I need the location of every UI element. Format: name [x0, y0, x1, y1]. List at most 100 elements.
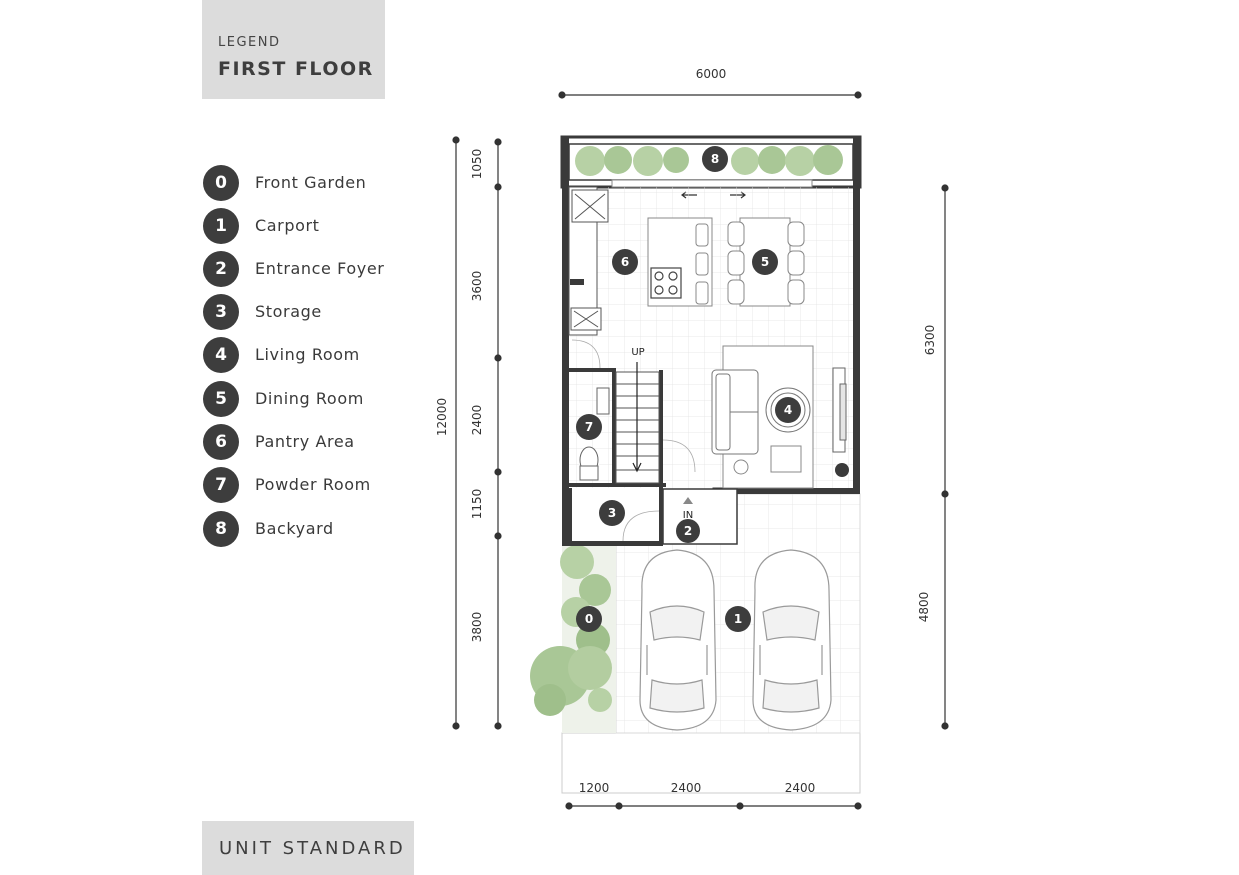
staircase	[615, 362, 660, 484]
backyard-plants	[575, 145, 843, 176]
room-markers: 8 6 5 4 7 3 2 0 1	[576, 146, 801, 632]
dim-right-lower: 4800	[917, 592, 931, 623]
legend-number: 0	[203, 165, 239, 201]
dim-tick	[736, 802, 744, 810]
dim-tick	[941, 184, 949, 192]
marker-garden: 0	[576, 606, 602, 632]
side-table	[733, 459, 749, 475]
svg-text:2: 2	[684, 524, 692, 538]
entry-arrow-icon	[683, 497, 693, 504]
svg-text:0: 0	[585, 612, 593, 626]
dim-tick	[494, 722, 502, 730]
kitchen-hood	[570, 279, 584, 285]
marker-carport: 1	[725, 606, 751, 632]
legend-label: Living Room	[255, 345, 360, 364]
dim-total-depth: 12000	[435, 398, 449, 436]
legend-label: Pantry Area	[255, 432, 355, 451]
dim-tick	[558, 91, 566, 99]
svg-text:7: 7	[585, 420, 593, 434]
marker-dining: 5	[752, 249, 778, 275]
dim-tick	[494, 183, 502, 191]
legend-number: 5	[203, 381, 239, 417]
dim-top-width: 6000	[696, 67, 727, 81]
dim-tick	[494, 532, 502, 540]
dim-tick	[854, 802, 862, 810]
dim-right-upper: 6300	[923, 325, 937, 356]
floor-title: FIRST FLOOR	[218, 58, 374, 80]
dim-tick	[452, 722, 460, 730]
svg-text:3: 3	[608, 506, 616, 520]
dim-backyard: 1050	[470, 149, 484, 180]
svg-text:8: 8	[711, 152, 719, 166]
foyer-door-swing	[662, 439, 696, 473]
svg-text:1: 1	[734, 612, 742, 626]
legend-item-entrance-foyer: 2 Entrance Foyer	[203, 251, 463, 287]
dim-bottom-car-2: 2400	[785, 781, 816, 795]
legend-number: 7	[203, 467, 239, 503]
legend-label: Backyard	[255, 519, 334, 538]
car-right	[752, 549, 832, 731]
tv-console	[832, 367, 847, 453]
marker-powder: 7	[576, 414, 602, 440]
legend-item-powder-room: 7 Powder Room	[203, 467, 463, 503]
dim-bottom-car-1: 2400	[671, 781, 702, 795]
stair-up-label: UP	[631, 347, 644, 358]
legend-number: 6	[203, 424, 239, 460]
kitchen-counter	[568, 186, 609, 336]
unit-box: UNIT STANDARD	[202, 821, 414, 875]
legend-number: 3	[203, 294, 239, 330]
marker-foyer: 2	[676, 519, 700, 543]
stove-icon	[650, 267, 682, 299]
legend-item-storage: 3 Storage	[203, 294, 463, 330]
dimension-labels: 6000 12000 1050 3600 2400 1150 3800 6300…	[435, 67, 937, 795]
dim-tick	[494, 354, 502, 362]
sofa	[711, 369, 759, 455]
title-box: LEGEND FIRST FLOOR	[202, 0, 385, 99]
legend-label: Front Garden	[255, 173, 367, 192]
marker-storage: 3	[599, 500, 625, 526]
unit-type-label: UNIT STANDARD	[219, 838, 406, 859]
legend-item-pantry-area: 6 Pantry Area	[203, 424, 463, 460]
dim-tick	[565, 802, 573, 810]
storage-door-swing	[622, 510, 660, 542]
legend-number: 8	[203, 511, 239, 547]
svg-text:4: 4	[784, 403, 792, 417]
powder-room-door-swing	[571, 339, 601, 369]
dim-tick	[941, 490, 949, 498]
dim-carport: 3800	[470, 612, 484, 643]
legend-label: Dining Room	[255, 389, 364, 408]
marker-backyard: 8	[702, 146, 728, 172]
legend-item-front-garden: 0 Front Garden	[203, 165, 463, 201]
legend-label: Entrance Foyer	[255, 259, 385, 278]
legend-label: Carport	[255, 216, 320, 235]
exterior-walls	[562, 137, 860, 546]
legend-item-dining-room: 5 Dining Room	[203, 381, 463, 417]
legend-label: Powder Room	[255, 475, 371, 494]
legend-number: 2	[203, 251, 239, 287]
dim-tick	[941, 722, 949, 730]
dining-chairs	[727, 221, 805, 305]
dim-tick	[452, 136, 460, 144]
legend-heading: LEGEND	[218, 35, 281, 50]
ottoman	[770, 445, 802, 473]
legend-item-backyard: 8 Backyard	[203, 511, 463, 547]
marker-pantry: 6	[612, 249, 638, 275]
dim-living: 2400	[470, 405, 484, 436]
dim-pantry-dining: 3600	[470, 271, 484, 302]
bar-stools	[695, 223, 709, 305]
legend-number: 1	[203, 208, 239, 244]
front-garden-plants	[530, 545, 612, 716]
dimension-lines	[452, 91, 949, 810]
entry-in-label: IN	[683, 510, 693, 521]
entrance-foyer-outline	[662, 488, 738, 545]
svg-text:5: 5	[761, 255, 769, 269]
dim-foyer-storage: 1150	[470, 489, 484, 520]
legend-number: 4	[203, 337, 239, 373]
marker-living: 4	[775, 397, 801, 423]
dim-bottom-garden: 1200	[579, 781, 610, 795]
svg-text:6: 6	[621, 255, 629, 269]
legend-item-living-room: 4 Living Room	[203, 337, 463, 373]
potted-plant-icon	[835, 463, 849, 477]
legend-label: Storage	[255, 302, 322, 321]
